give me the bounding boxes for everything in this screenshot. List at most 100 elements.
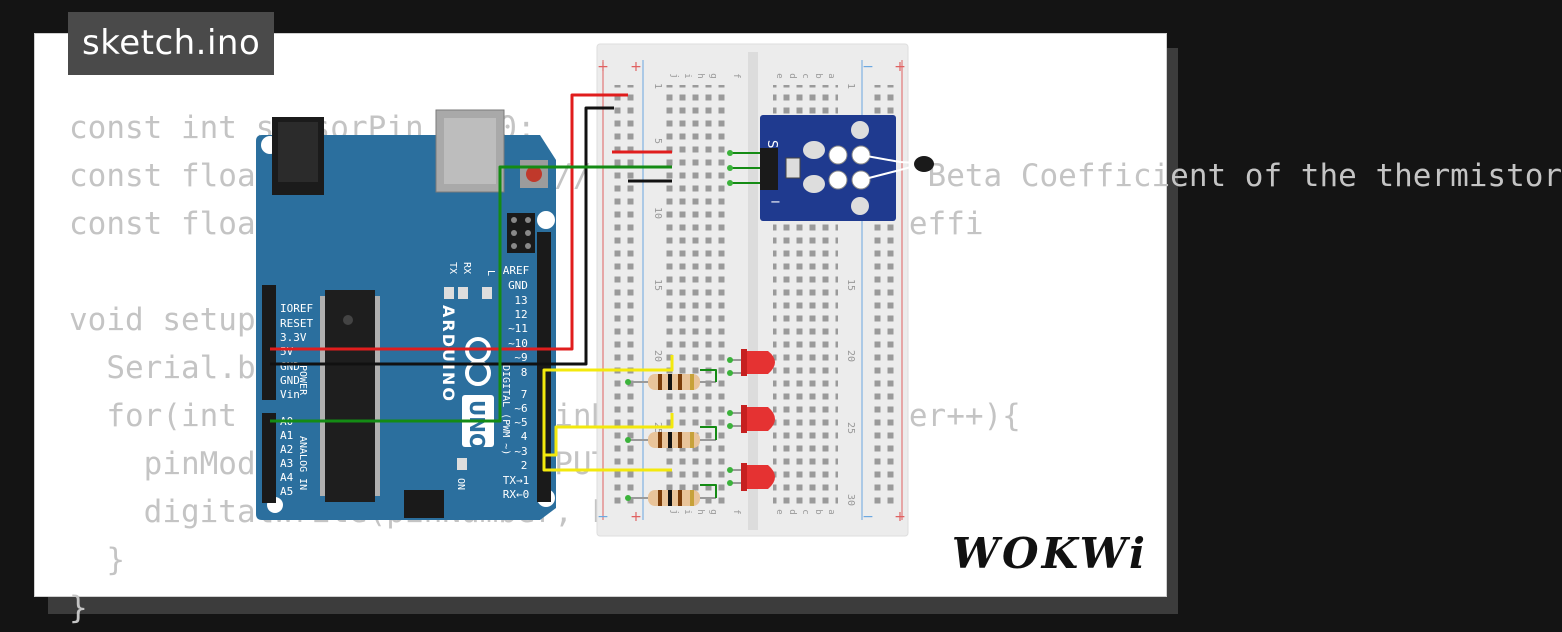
rx-label: RX (461, 262, 472, 274)
pin-label: 7 (521, 388, 528, 401)
tx-label: TX (447, 262, 458, 274)
column-letter: b (813, 509, 823, 514)
pin-label: ~3 (514, 445, 527, 458)
rail-minus-label: − (862, 509, 874, 525)
pin-label: AREF (503, 264, 530, 277)
column-letter: h (695, 73, 705, 78)
power-rail-left[interactable] (608, 85, 634, 510)
wire-a0-green[interactable] (270, 165, 672, 423)
pin-label: A5 (280, 485, 293, 498)
wire-gnd-black[interactable] (270, 106, 614, 366)
resistor-3[interactable] (628, 490, 716, 506)
column-letter: e (774, 73, 784, 78)
sensor-signal-label: S (764, 140, 779, 148)
pin-label: A2 (280, 443, 293, 456)
pin-label: Vin (280, 388, 300, 401)
pin-label: A3 (280, 457, 293, 470)
pin-label: 3.3V (280, 331, 307, 344)
column-letter: c (800, 73, 810, 78)
on-label: ON (455, 478, 466, 490)
pin-label: 5V (280, 345, 294, 358)
row-number: 5 (652, 138, 663, 144)
pin-label: GND (280, 374, 300, 387)
column-letter: i (682, 73, 692, 78)
column-letter: h (695, 509, 705, 514)
pin-label: RESET (280, 317, 313, 330)
wokwi-logo[interactable]: WOKWi (951, 529, 1148, 578)
column-letter: f (731, 509, 741, 514)
arduino-brand-text: ARDUINO (439, 305, 458, 403)
tx-led (444, 287, 454, 299)
column-letter: d (787, 73, 797, 78)
bottom-header (404, 490, 444, 518)
code-line: } (69, 590, 88, 626)
rail-minus-label: − (597, 509, 609, 525)
l-led (482, 287, 492, 299)
resistor-1[interactable] (628, 374, 716, 390)
atmega-chip (325, 290, 375, 502)
column-letter: g (708, 73, 718, 78)
wire-pin4-yellow[interactable] (542, 440, 672, 472)
row-number: 30 (845, 494, 856, 506)
uno-model-text: UNO (465, 400, 489, 450)
power-pin-header[interactable] (262, 285, 276, 400)
rail-plus-label: + (630, 59, 642, 75)
rail-plus-label: + (597, 59, 609, 75)
column-letter: d (787, 509, 797, 514)
row-number: 1 (652, 83, 663, 89)
pin-label: ~5 (514, 416, 527, 429)
column-letter: g (708, 509, 718, 514)
sensor-minus-label: − (770, 195, 781, 210)
pin-label: A1 (280, 429, 293, 442)
row-number: 25 (845, 422, 856, 434)
pin-label: RX←0 (503, 488, 530, 501)
column-letter: j (669, 509, 679, 514)
row-number: 15 (652, 279, 663, 291)
pin-label: ~6 (514, 402, 527, 415)
pin-label: ~9 (514, 351, 527, 364)
column-letter: a (826, 73, 836, 78)
pin-label: 4 (521, 430, 528, 443)
rx-led (458, 287, 468, 299)
rail-plus-label: + (630, 509, 642, 525)
column-letter: c (800, 509, 810, 514)
wire-pin2-yellow[interactable] (542, 355, 674, 469)
pin-label: 2 (521, 459, 528, 472)
column-letter: a (826, 509, 836, 514)
row-number: 1 (845, 83, 856, 89)
jumper-led1[interactable] (700, 369, 717, 382)
pin-label: 13 (514, 294, 527, 307)
pin-label: ~11 (508, 322, 528, 335)
l-label: L (485, 270, 496, 276)
column-letter: j (669, 73, 679, 78)
on-led (457, 458, 467, 470)
wire-pin3-yellow[interactable] (544, 413, 674, 457)
row-number: 15 (845, 279, 856, 291)
jumper-led3[interactable] (700, 484, 717, 498)
pin-label: ~10 (508, 337, 528, 350)
wire-5v-red[interactable] (270, 93, 628, 351)
arduino-uno-board[interactable]: AREF GND 13 12 ~11 ~10 ~9 8 7 ~6 ~5 4 ~3… (256, 109, 556, 520)
sensor-resistor (785, 157, 801, 179)
row-number: 20 (845, 350, 856, 362)
pin-label: 12 (514, 308, 527, 321)
thermistor-bead-icon (914, 156, 934, 172)
ntc-temperature-sensor-module[interactable]: S − (760, 115, 934, 221)
jumper-led2[interactable] (700, 426, 717, 440)
pin-label: GND (280, 360, 300, 373)
row-number: 20 (652, 350, 663, 362)
digital-label: DIGITAL (PWM ~) (500, 365, 511, 455)
analog-pin-header[interactable] (262, 413, 276, 503)
rail-plus-label: + (894, 59, 906, 75)
resistor-2[interactable] (628, 432, 716, 448)
pin-label: GND (508, 279, 528, 292)
sketch-filename-tab[interactable]: sketch.ino (68, 12, 275, 75)
rail-plus-label: + (894, 509, 906, 525)
circuit-diagram: + + − + − + − + j i h g f e d c b a j i … (256, 43, 934, 537)
power-label: POWER (297, 365, 308, 396)
digital-pin-header[interactable] (537, 232, 551, 502)
column-letter: f (731, 73, 741, 78)
analog-in-label: ANALOG IN (297, 436, 308, 490)
pin-label: 8 (521, 366, 528, 379)
mounting-hole (537, 211, 555, 229)
